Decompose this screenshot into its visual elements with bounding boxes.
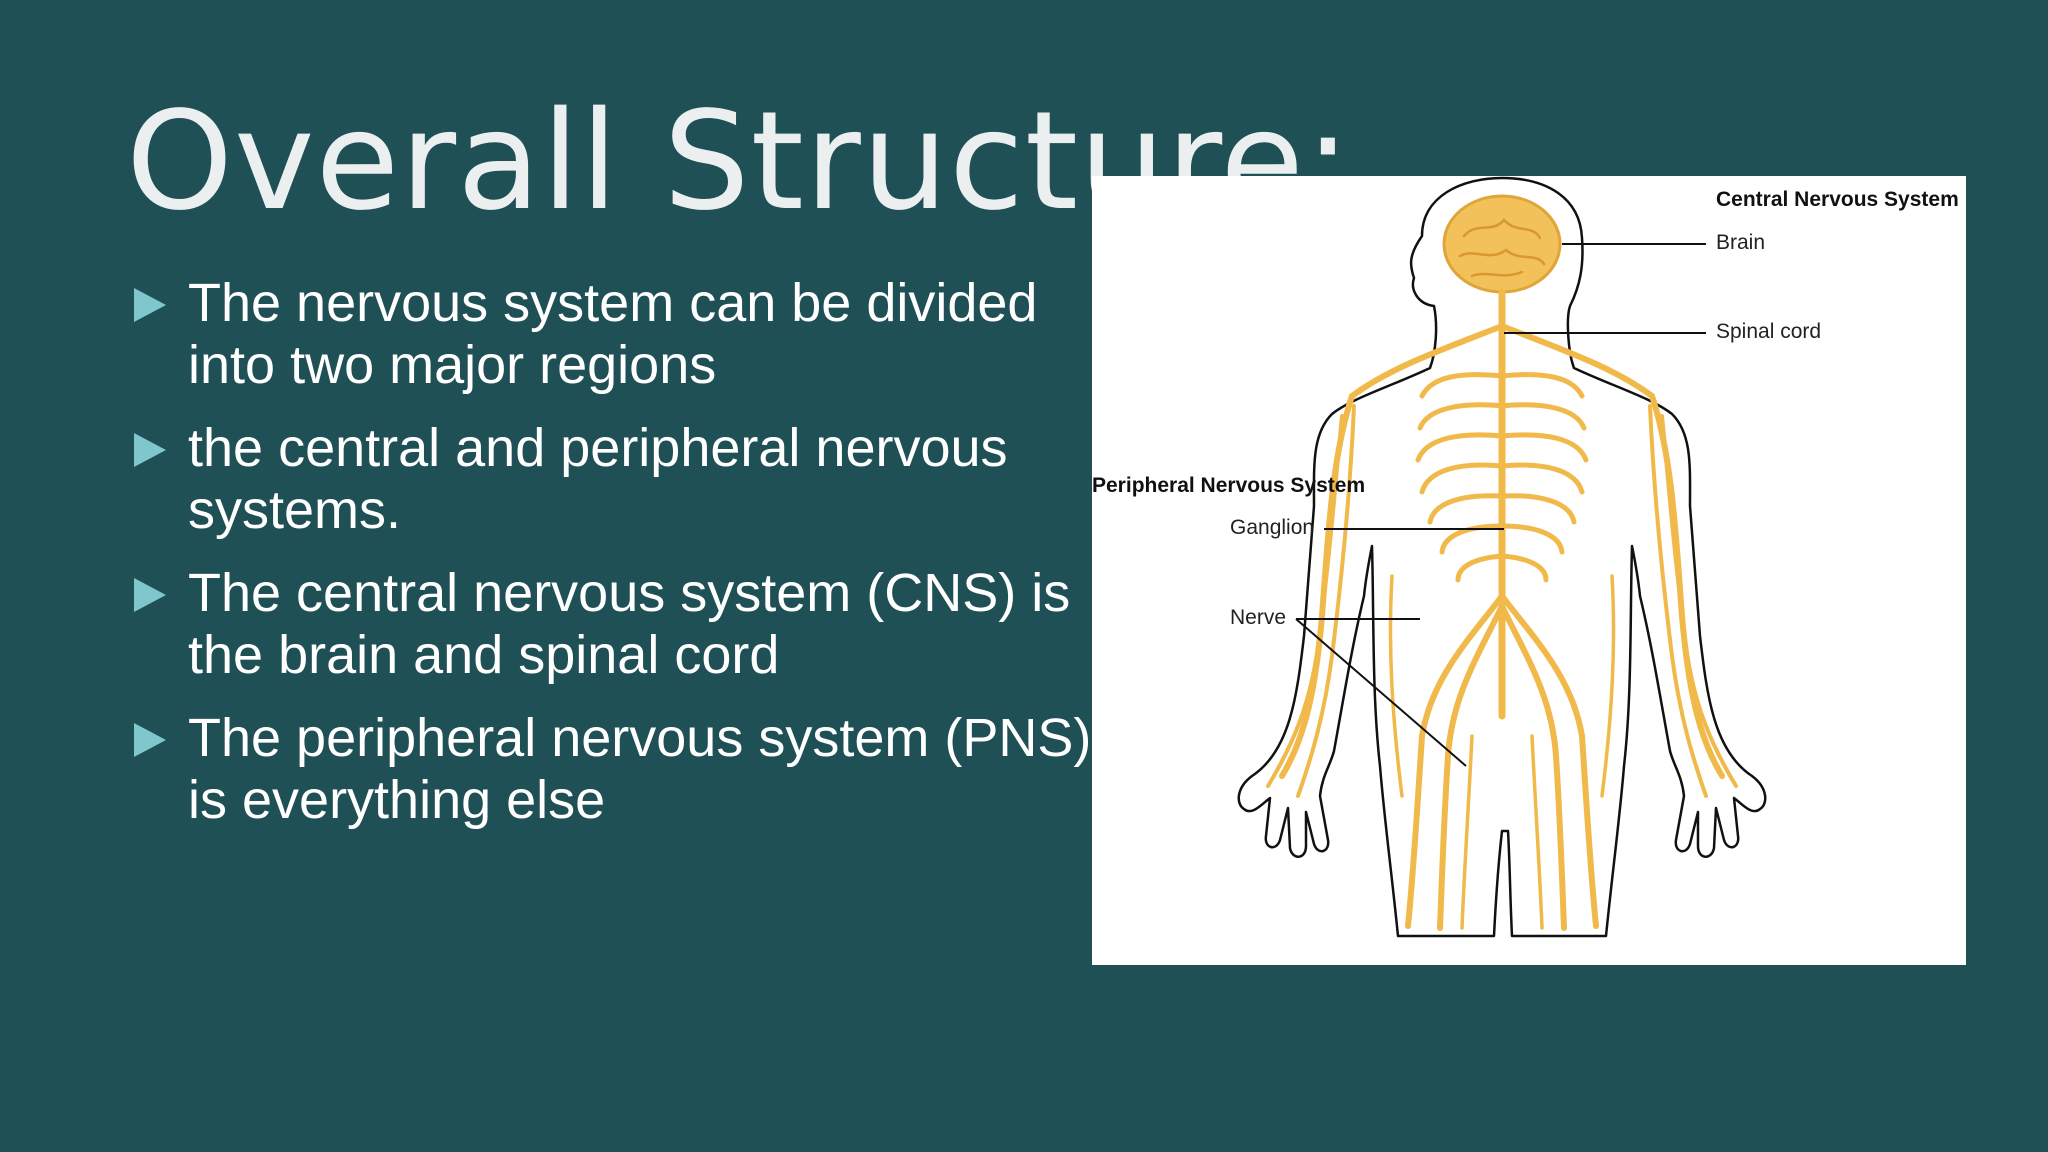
triangle-bullet-icon xyxy=(134,723,166,757)
bullet-text: The central nervous system (CNS) is the … xyxy=(188,563,1071,685)
bullet-text: The nervous system can be divided into t… xyxy=(188,273,1038,395)
bullet-list: The nervous system can be divided into t… xyxy=(132,272,1092,852)
leader-lines xyxy=(1295,243,1706,767)
bullet-text: The peripheral nervous system (PNS) is e… xyxy=(188,708,1092,830)
body-outline xyxy=(1237,176,1767,938)
triangle-bullet-icon xyxy=(134,433,166,467)
bullet-item: the central and peripheral nervous syste… xyxy=(132,417,1092,541)
triangle-bullet-icon xyxy=(134,288,166,322)
nervous-system-figure: Central Nervous System Brain Spinal cord… xyxy=(1092,176,1966,965)
brain-label: Brain xyxy=(1716,231,1766,254)
ganglion-label: Ganglion xyxy=(1230,516,1315,539)
nerve-network xyxy=(1266,194,1738,931)
cns-heading: Central Nervous System xyxy=(1716,188,1959,211)
triangle-bullet-icon xyxy=(134,578,166,612)
bullet-item: The nervous system can be divided into t… xyxy=(132,272,1092,396)
bullet-text: the central and peripheral nervous syste… xyxy=(188,418,1008,540)
nerve-label: Nerve xyxy=(1230,606,1287,629)
spinal-cord-label: Spinal cord xyxy=(1716,320,1822,343)
body-diagram xyxy=(1237,176,1767,938)
bullet-item: The peripheral nervous system (PNS) is e… xyxy=(132,707,1092,831)
bullet-item: The central nervous system (CNS) is the … xyxy=(132,562,1092,686)
pns-heading: Peripheral Nervous System xyxy=(1092,474,1366,497)
